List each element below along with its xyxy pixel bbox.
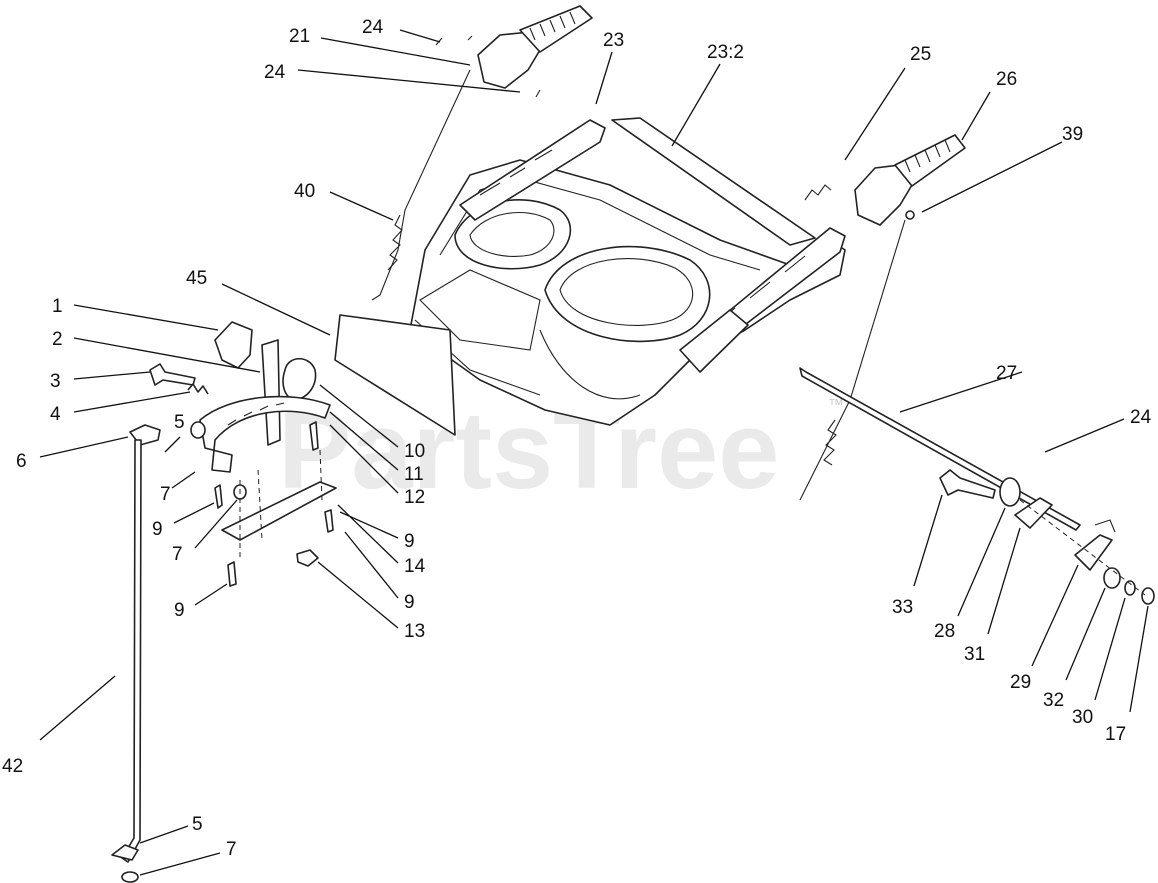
callout-7: 7 (160, 484, 171, 505)
callout-14: 14 (404, 556, 426, 577)
callout-7: 7 (172, 544, 183, 565)
bolt-33 (939, 469, 996, 499)
callout-30: 30 (1072, 707, 1093, 728)
shift-plate (199, 395, 331, 473)
arm-29 (1074, 534, 1113, 571)
callout-7: 7 (226, 839, 237, 860)
callout-45: 45 (186, 268, 207, 289)
leader-lines (39, 29, 1149, 876)
spring-40 (387, 214, 403, 271)
spring-32 (1103, 567, 1121, 589)
knob-top (282, 357, 317, 401)
callout-1: 1 (52, 296, 63, 317)
lever-2 (261, 339, 281, 446)
callout-24: 24 (264, 62, 286, 83)
spring-4 (187, 383, 209, 395)
nut-17 (1141, 587, 1155, 605)
callout-3: 3 (50, 371, 61, 392)
bolt-9a (214, 484, 223, 509)
callout-12: 12 (404, 487, 425, 508)
nut-13 (296, 549, 319, 567)
panel-45 (334, 314, 456, 436)
callout-29: 29 (1010, 672, 1031, 693)
callout-23-2: 23:2 (707, 42, 744, 63)
bushing-28 (999, 477, 1021, 507)
cable-39 (799, 219, 906, 501)
cable-40 (371, 69, 471, 301)
callout-9: 9 (404, 592, 415, 613)
callout-27: 27 (996, 363, 1017, 384)
bolt-9d (227, 561, 237, 587)
spring-39 (823, 419, 837, 466)
callout-9: 9 (404, 531, 415, 552)
left-handle-grip (435, 5, 593, 98)
callout-24: 24 (362, 17, 384, 38)
callout-39: 39 (1062, 124, 1083, 145)
callout-31: 31 (964, 644, 985, 665)
callout-42: 42 (2, 756, 23, 777)
washer-7a (190, 421, 206, 439)
callout-5: 5 (174, 412, 185, 433)
washer-7c (121, 871, 139, 883)
knob-1 (214, 321, 253, 369)
callout-2: 2 (52, 329, 63, 350)
bracket-14 (221, 481, 337, 541)
callout-32: 32 (1043, 690, 1064, 711)
callout-labels: 24 21 24 23 23:2 25 26 39 40 45 1 2 3 4 … (2, 17, 1152, 860)
watermark-text: PartsTree (278, 389, 779, 512)
callout-6: 6 (16, 451, 27, 472)
callout-28: 28 (934, 621, 955, 642)
callout-24: 24 (1130, 407, 1152, 428)
callout-10: 10 (404, 441, 425, 462)
callout-9: 9 (152, 519, 163, 540)
callout-25: 25 (910, 44, 931, 65)
callout-4: 4 (50, 404, 61, 425)
callout-9: 9 (174, 600, 185, 621)
callout-26: 26 (996, 69, 1017, 90)
callout-17: 17 (1105, 724, 1126, 745)
clip-5b (111, 844, 139, 861)
panel-23-2 (611, 117, 816, 246)
bolt-9b (309, 421, 319, 451)
right-handle-grip (804, 134, 966, 226)
callout-13: 13 (404, 621, 425, 642)
bolt-9c (324, 509, 334, 533)
dash-housing (409, 119, 846, 426)
callout-21: 21 (289, 26, 310, 47)
callout-11: 11 (404, 464, 424, 485)
callout-40: 40 (294, 181, 315, 202)
callout-23: 23 (603, 30, 624, 51)
plate-31 (1014, 497, 1053, 529)
watermark-tm: ™ (828, 397, 844, 414)
callout-33: 33 (892, 597, 913, 618)
rod-42 (121, 439, 142, 863)
bolt-3 (149, 363, 196, 386)
callout-5: 5 (192, 814, 203, 835)
